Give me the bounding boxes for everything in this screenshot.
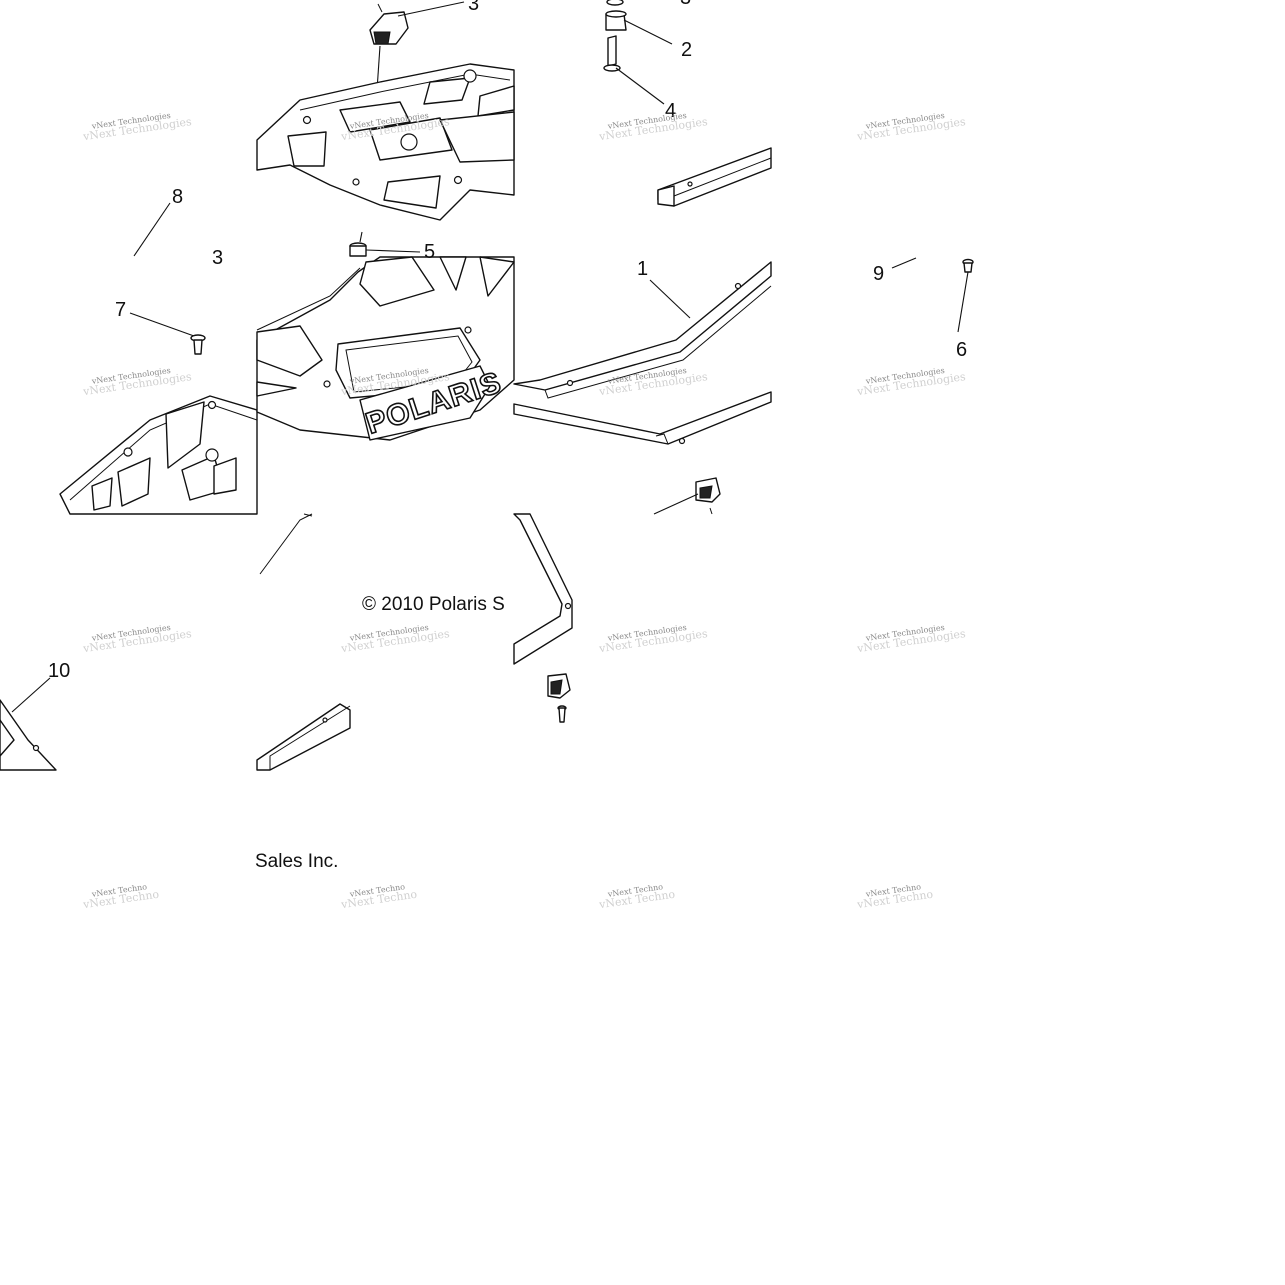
rack-lower-left-section xyxy=(59,395,258,515)
callout-3-right: 3 xyxy=(680,0,691,9)
callout-3-left: 3 xyxy=(212,247,223,269)
leader-8 xyxy=(133,202,171,257)
tile-r1-c3: 3 2 4 xyxy=(603,0,772,207)
callout-10: 10 xyxy=(48,660,70,682)
callout-1: 1 xyxy=(637,258,648,280)
leader-3-top xyxy=(397,1,465,17)
tile-r2-c3: 1 xyxy=(513,258,772,515)
tile-r3-c3 xyxy=(513,513,573,723)
callout-6: 6 xyxy=(956,339,967,361)
screw-part-7 xyxy=(190,334,206,355)
rack-front-section: POLARIS xyxy=(256,256,515,441)
tile-r3-c2: © 2010 Polaris S xyxy=(256,513,505,771)
tile-r4-c2: Sales Inc. xyxy=(255,851,338,872)
copyright-text-part2: Sales Inc. xyxy=(255,851,338,872)
screw-part-corner xyxy=(557,705,567,723)
tile-r2-c4: 9 6 xyxy=(873,257,974,361)
tube-frame-end xyxy=(657,147,772,207)
nut-part-5 xyxy=(349,242,367,257)
tube-end-lower xyxy=(256,703,351,771)
bolt-part xyxy=(603,35,621,72)
screw-part-6 xyxy=(962,258,974,273)
callout-7: 7 xyxy=(115,299,126,321)
callout-5: 5 xyxy=(424,241,435,263)
callout-9: 9 xyxy=(873,263,884,285)
callout-8: 8 xyxy=(172,186,183,208)
rack-clip-part xyxy=(369,3,409,45)
rack-top-section xyxy=(256,63,515,221)
tile-r1-c2: 3 xyxy=(256,0,515,221)
callout-4: 4 xyxy=(665,100,676,122)
tile-r2-c2: POLARIS 5 xyxy=(256,231,515,441)
tile-r1-c1: 8 xyxy=(133,186,183,257)
tube-frame xyxy=(513,261,772,445)
clip-part-lower xyxy=(695,477,721,503)
tile-r2-c1: 3 7 xyxy=(59,247,258,515)
copyright-text-part1: © 2010 Polaris S xyxy=(362,594,505,615)
clip-part-corner xyxy=(547,673,571,699)
callout-3-top: 3 xyxy=(468,0,479,15)
callout-2: 2 xyxy=(681,39,692,61)
tile-r3-c1: 10 xyxy=(0,660,70,771)
bushing-part xyxy=(605,0,627,31)
